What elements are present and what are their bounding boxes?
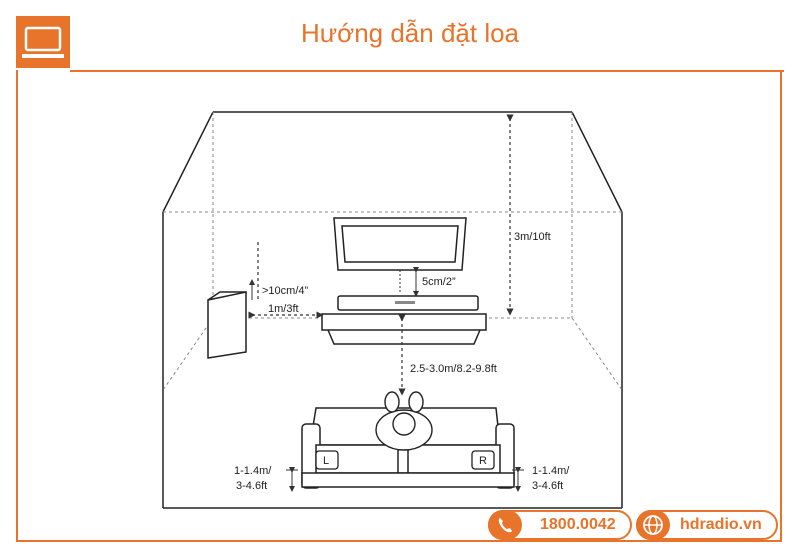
right-height-label-2: 3-4.6ft — [532, 480, 563, 492]
room-outline — [162, 111, 623, 509]
ceiling-height-label: 3m/10ft — [514, 231, 551, 243]
sub-gap-label: >10cm/4” — [262, 285, 308, 297]
phone-icon — [488, 510, 522, 540]
content-frame — [16, 70, 782, 542]
website-text: hdradio.vn — [680, 516, 762, 533]
listening-distance-label: 2.5-3.0m/8.2-9.8ft — [410, 363, 497, 375]
hotline-button[interactable]: 1800.0042 — [488, 510, 632, 540]
listener — [375, 391, 433, 451]
sub-distance-label: 1m/3ft — [268, 303, 299, 315]
page-title: Hướng dẫn đặt loa — [300, 18, 520, 48]
speaker-right-label: R — [479, 455, 487, 467]
globe-icon — [636, 510, 670, 540]
tv-gap-label: 5cm/2” — [422, 276, 456, 288]
left-height-label-1: 1-1.4m/ — [234, 465, 272, 477]
subwoofer — [207, 291, 247, 359]
right-height-label-1: 1-1.4m/ — [532, 465, 570, 477]
speaker-left — [315, 450, 339, 470]
website-link[interactable]: hdradio.vn — [636, 510, 778, 540]
laptop-logo-icon — [16, 16, 70, 68]
tv — [333, 217, 467, 271]
speaker-left-label: L — [323, 455, 329, 467]
hotline-number: 1800.0042 — [540, 516, 616, 533]
left-height-label-2: 3-4.6ft — [236, 480, 267, 492]
back-wall-dashed — [162, 112, 623, 391]
header-divider — [70, 70, 784, 72]
soundbar — [337, 295, 479, 311]
tv-stand — [321, 313, 487, 345]
speaker-right — [471, 450, 495, 470]
